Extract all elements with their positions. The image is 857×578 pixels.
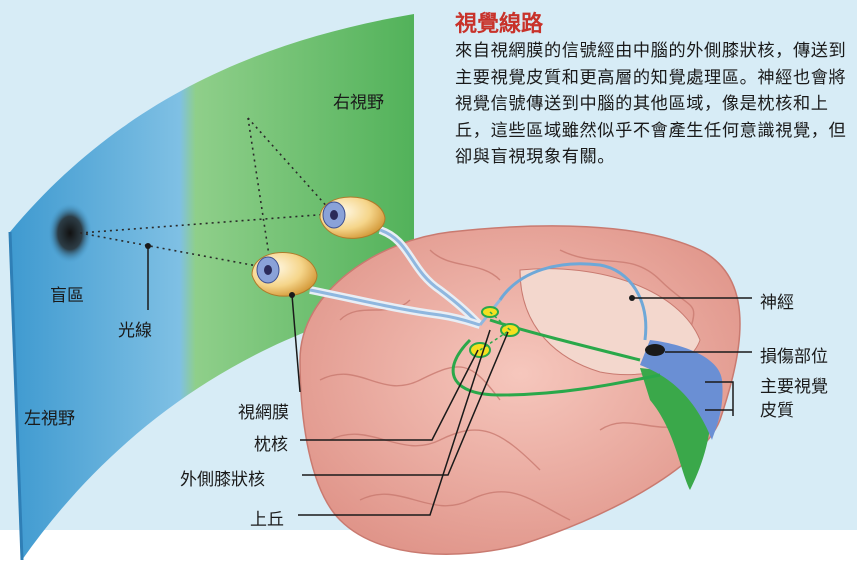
label-pulvinar: 枕核	[254, 430, 288, 455]
lesion-mark	[645, 344, 665, 356]
label-nerve: 神經	[760, 288, 794, 313]
description-text: 來自視網膜的信號經由中腦的外側膝狀核，傳送到主要視覺皮質和更高層的知覺處理區。神…	[455, 38, 853, 171]
label-visual-cortex-line1: 主要視覺	[760, 372, 828, 397]
diagram-title: 視覺線路	[455, 6, 543, 38]
upper-eye	[320, 197, 385, 238]
label-lesion: 損傷部位	[760, 342, 828, 367]
label-visual-cortex-line2: 皮質	[760, 396, 794, 421]
label-blind-spot: 盲區	[50, 281, 84, 306]
label-retina: 視網膜	[238, 398, 289, 423]
label-right-field: 右視野	[333, 88, 384, 113]
label-light-ray: 光線	[118, 316, 152, 341]
blind-spot-mark	[48, 203, 92, 263]
label-left-field: 左視野	[24, 404, 75, 429]
label-lgn: 外側膝狀核	[180, 465, 265, 490]
label-superior-colliculus: 上丘	[250, 505, 284, 530]
